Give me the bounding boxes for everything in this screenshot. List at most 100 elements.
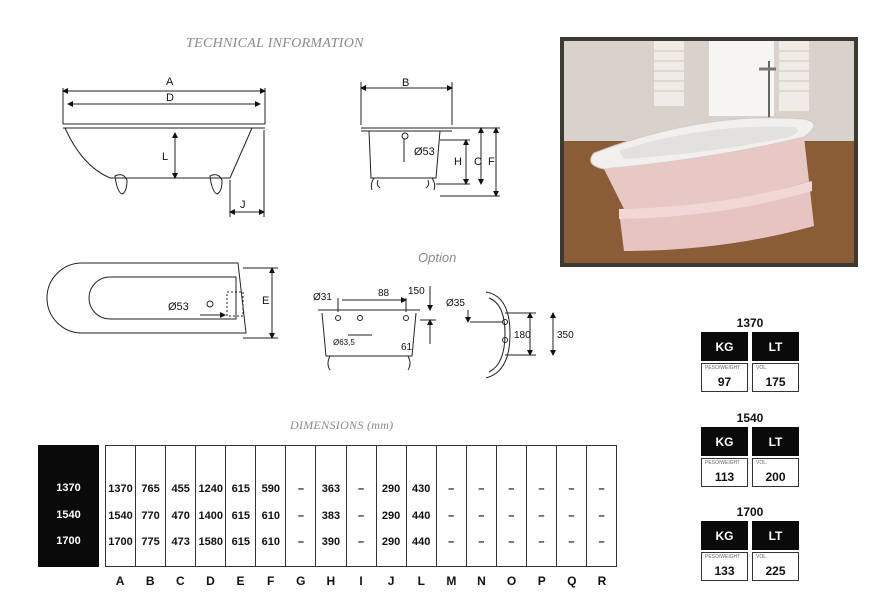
label-88: 88 (378, 288, 390, 299)
weight-sublabel: PESO/WEIGHT (705, 554, 741, 560)
dimension-cell: – (538, 510, 545, 522)
option1-labels: Ø31 88 150 61 Ø63,5 (313, 286, 425, 353)
dimension-cell: – (538, 483, 545, 495)
dimension-cell: 430 (411, 483, 431, 495)
weight-value: 97 (717, 375, 732, 389)
dimension-cell: – (357, 483, 365, 495)
dimension-cell: 470 (171, 510, 190, 522)
dimension-column: 1370 1540 1700 (106, 446, 137, 566)
weight-cell: PESO/WEIGHT 133 (701, 552, 748, 581)
weight-value: 113 (714, 470, 735, 484)
label-d: D (166, 92, 174, 104)
weight-value: 133 (714, 564, 735, 578)
volume-sublabel: VOL. (756, 365, 768, 371)
column-letter: J (387, 574, 395, 588)
label-180: 180 (514, 330, 531, 341)
dimension-cell: – (568, 483, 575, 495)
option-title: Option (418, 250, 456, 265)
dimension-cell: 1700 (108, 536, 133, 548)
column-letter: G (296, 574, 306, 588)
option2-drawing (465, 291, 556, 379)
dimension-column: 590 610 610 (256, 446, 287, 566)
dimension-cell: – (538, 536, 545, 548)
dimension-cell: 1370 (108, 483, 133, 495)
dimension-cell: 290 (381, 483, 401, 495)
label-150: 150 (408, 286, 425, 297)
column-letter: B (145, 574, 155, 588)
weight-cell: PESO/WEIGHT 113 (701, 458, 748, 487)
dimension-cell: – (508, 536, 515, 548)
model-column: 1370 1540 1700 (38, 445, 99, 567)
column-letter: Q (567, 574, 577, 588)
dimension-cell: – (448, 510, 455, 522)
dimension-cell: – (478, 536, 485, 548)
lt-header: LT (752, 521, 799, 550)
column-letter: E (236, 574, 245, 588)
volume-sublabel: VOL. (756, 554, 768, 560)
model-number: 1370 (736, 316, 764, 330)
option1-drawing (318, 286, 436, 371)
column-letter: R (597, 574, 607, 588)
label-dia635: Ø63,5 (333, 338, 355, 347)
dimension-cell: 390 (321, 536, 341, 548)
column-letter: L (417, 574, 425, 588)
dimension-cell: 615 (231, 510, 250, 522)
dimension-cell: 775 (141, 536, 160, 548)
dimension-cell: – (598, 536, 605, 548)
dimension-cell: – (297, 536, 304, 548)
technical-info-title: TECHNICAL INFORMATION (186, 36, 364, 51)
column-letter: N (477, 574, 486, 588)
dimension-cell: – (357, 536, 365, 548)
dimension-cell: – (297, 483, 304, 495)
label-a: A (166, 76, 174, 88)
weight-sublabel: PESO/WEIGHT (705, 460, 741, 466)
dimension-cell: 610 (261, 510, 281, 522)
label-l: L (162, 151, 168, 163)
column-letter: A (115, 574, 125, 588)
option2-labels: Ø35 180 350 (446, 298, 574, 341)
column-letter: O (506, 574, 517, 588)
dimension-cell: 455 (171, 483, 190, 495)
volume-cell: VOL.225 (752, 552, 799, 581)
dimension-cell: 590 (261, 483, 281, 495)
dimension-column: – – – (347, 446, 377, 566)
label-j: J (240, 199, 246, 211)
dimension-cell: 610 (261, 536, 281, 548)
dimension-cell: – (297, 510, 304, 522)
dimension-cell: 615 (231, 536, 250, 548)
lt-header: LT (752, 427, 799, 456)
model-label: 1540 (56, 509, 81, 521)
kg-header: KG (701, 521, 748, 550)
dimension-column: – – – (527, 446, 557, 566)
dimension-cell: 473 (171, 536, 190, 548)
dimension-cell: 1540 (108, 510, 133, 522)
dimension-cell: – (357, 510, 365, 522)
dimension-cell: – (448, 536, 455, 548)
volume-value: 175 (765, 375, 786, 389)
side-view-labels: A D L J (162, 76, 246, 211)
dimension-column: ––– (467, 446, 497, 566)
dimension-cell: 363 (321, 483, 341, 495)
volume-cell: VOL. 175 (752, 363, 799, 392)
dimension-cell: 1580 (198, 536, 223, 548)
bathtub-photo (560, 37, 858, 267)
dimension-cell: – (568, 536, 575, 548)
model-label: 1370 (56, 482, 81, 494)
label-dia35: Ø35 (446, 298, 465, 309)
dimension-column: ––– (497, 446, 527, 566)
label-top-dia53: Ø53 (168, 301, 189, 313)
label-b: B (402, 77, 409, 89)
column-letter: M (446, 574, 457, 588)
dimensions-title: DIMENSIONS (mm) (290, 418, 394, 432)
end-view-labels: B Ø53 H C F (402, 77, 495, 168)
column-letter: D (206, 574, 215, 588)
dimension-cell: – (508, 483, 515, 495)
